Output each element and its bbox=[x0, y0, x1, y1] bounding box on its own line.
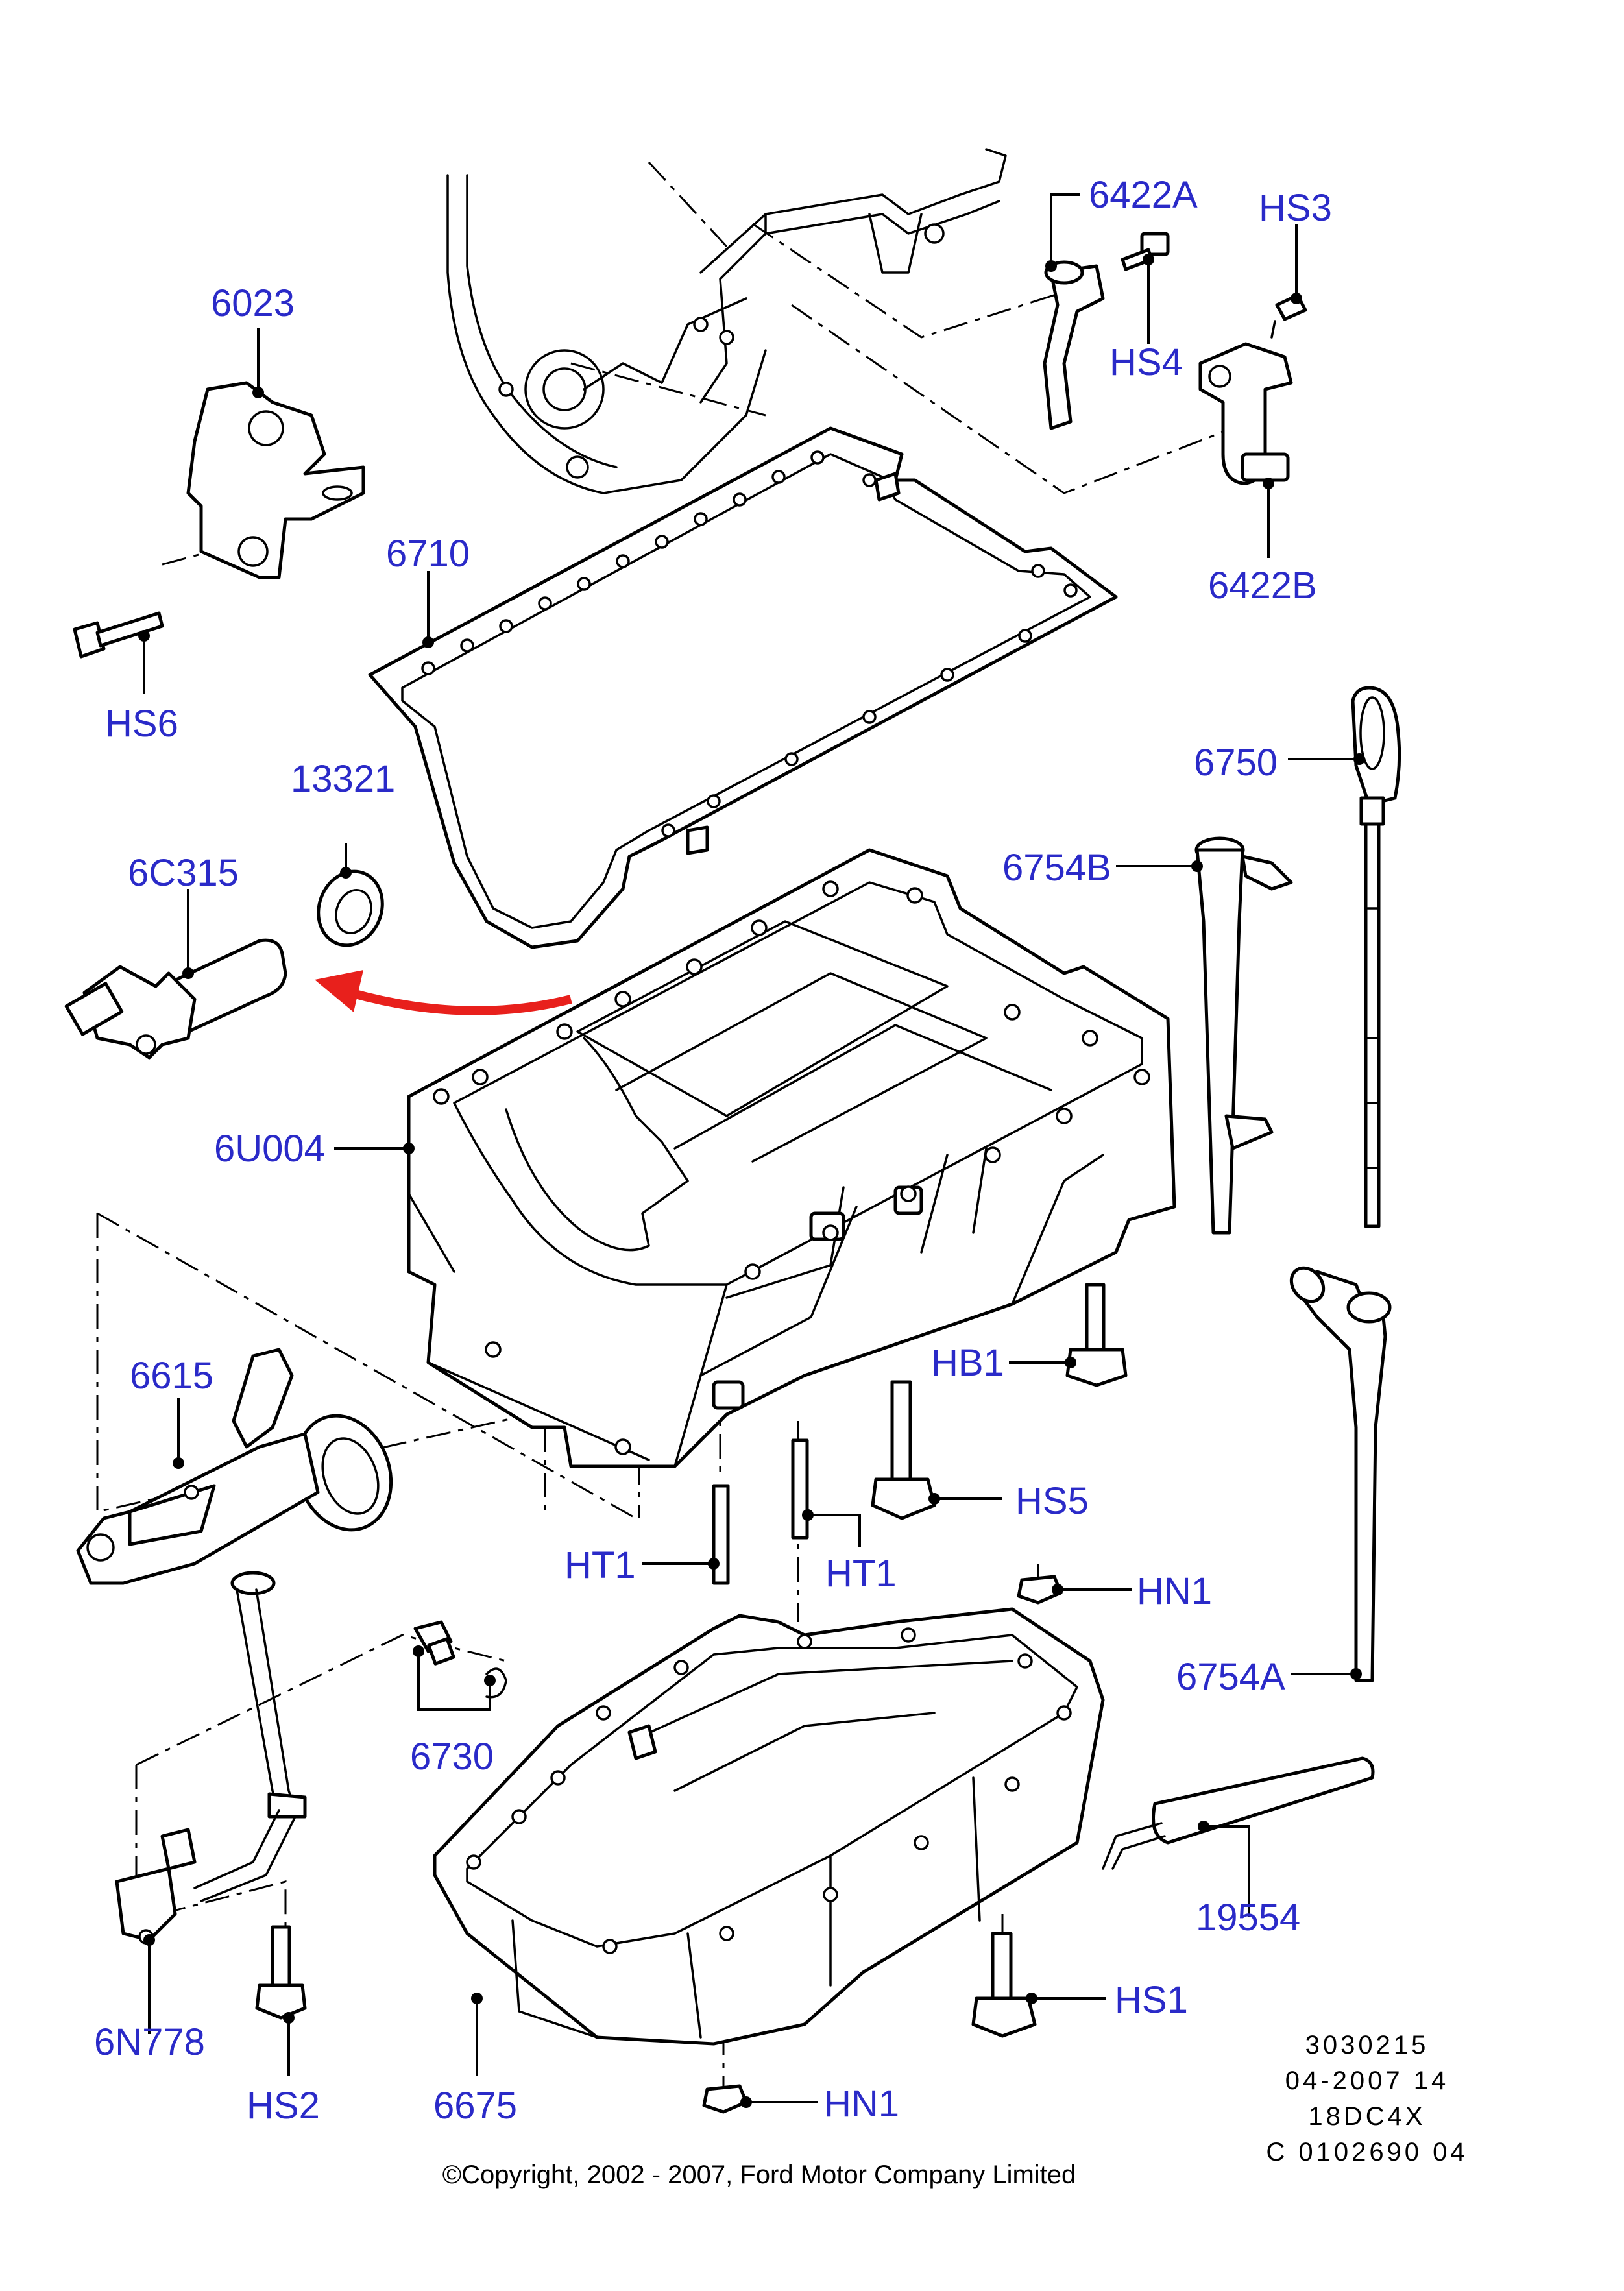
label-6023: 6023 bbox=[211, 282, 295, 324]
label-6750: 6750 bbox=[1194, 742, 1278, 784]
label-hs6: HS6 bbox=[105, 703, 178, 745]
engine-block-outline bbox=[446, 148, 1007, 494]
label-ht1-left: HT1 bbox=[564, 1544, 636, 1586]
hs5-bolt bbox=[871, 1380, 936, 1520]
label-hs3: HS3 bbox=[1259, 187, 1332, 229]
label-ht1-right: HT1 bbox=[825, 1553, 897, 1595]
info-line-3: 18DC4X bbox=[1308, 2102, 1425, 2131]
label-hb1: HB1 bbox=[931, 1342, 1004, 1384]
info-line-2: 04-2007 14 bbox=[1285, 2067, 1449, 2095]
part-6675-lower-oil-pan bbox=[433, 1607, 1105, 2046]
part-6710-gasket bbox=[368, 426, 1118, 949]
info-block: 3030215 04-2007 14 18DC4X C 0102690 04 bbox=[1266, 2031, 1468, 2166]
label-hs5: HS5 bbox=[1015, 1480, 1089, 1522]
pan-flange-holes bbox=[433, 880, 1150, 1455]
label-6615: 6615 bbox=[130, 1355, 213, 1397]
label-6U004: 6U004 bbox=[214, 1128, 325, 1170]
hs6-bolt bbox=[73, 611, 164, 659]
label-6675: 6675 bbox=[433, 2085, 517, 2127]
ht1-studs bbox=[712, 1438, 809, 1585]
part-19554-tube bbox=[1102, 1756, 1375, 1870]
part-6U004-upper-oil-pan bbox=[407, 848, 1176, 1468]
hs2-bolt bbox=[255, 1925, 307, 2020]
label-hs1: HS1 bbox=[1115, 1979, 1188, 2021]
label-hs2: HS2 bbox=[247, 2085, 320, 2127]
label-6C315: 6C315 bbox=[128, 852, 239, 894]
info-line-4: C 0102690 04 bbox=[1266, 2138, 1468, 2166]
gasket-bolt-holes bbox=[421, 450, 1078, 838]
label-19554: 19554 bbox=[1196, 1897, 1300, 1939]
label-6730: 6730 bbox=[410, 1736, 494, 1778]
label-hn1-bottom: HN1 bbox=[824, 2083, 899, 2125]
part-6023-bracket bbox=[186, 381, 365, 579]
lower-pan-flange-holes bbox=[466, 1627, 1072, 1954]
part-13321-seal bbox=[317, 869, 384, 947]
hs1-bolt bbox=[971, 1932, 1037, 2038]
part-labels: 6023 6422A HS3 HS4 6422B 6710 HS6 13321 … bbox=[94, 174, 1332, 2127]
label-6422B: 6422B bbox=[1208, 564, 1317, 607]
part-6730-drain-plug bbox=[413, 1620, 507, 1699]
part-6750-dipstick bbox=[1351, 686, 1401, 1228]
part-6615-pickup bbox=[76, 1348, 393, 1585]
part-6754A-tube bbox=[1289, 1266, 1392, 1682]
part-6422B-sensor bbox=[1198, 293, 1307, 485]
hn1-nut-upper bbox=[1017, 1575, 1063, 1605]
label-6710: 6710 bbox=[386, 533, 470, 575]
red-direction-arrow bbox=[315, 970, 572, 1015]
part-6N778-pipe bbox=[115, 1571, 307, 1945]
leader-lines bbox=[138, 193, 1365, 2108]
hn1-nut-lower bbox=[702, 2084, 748, 2114]
label-6N778: 6N778 bbox=[94, 2021, 205, 2063]
label-6754B: 6754B bbox=[1002, 847, 1111, 889]
part-6754B-tube bbox=[1194, 836, 1293, 1235]
info-line-1: 3030215 bbox=[1305, 2031, 1429, 2059]
label-6754A: 6754A bbox=[1176, 1656, 1285, 1698]
part-6C315-sensor bbox=[64, 938, 287, 1060]
label-13321: 13321 bbox=[291, 758, 395, 800]
copyright-notice: ©Copyright, 2002 - 2007, Ford Motor Comp… bbox=[442, 2161, 1076, 2189]
label-hs4: HS4 bbox=[1109, 341, 1183, 383]
hb1-bolt bbox=[1065, 1283, 1128, 1387]
label-hn1-top: HN1 bbox=[1137, 1570, 1212, 1612]
label-6422A: 6422A bbox=[1089, 174, 1198, 216]
